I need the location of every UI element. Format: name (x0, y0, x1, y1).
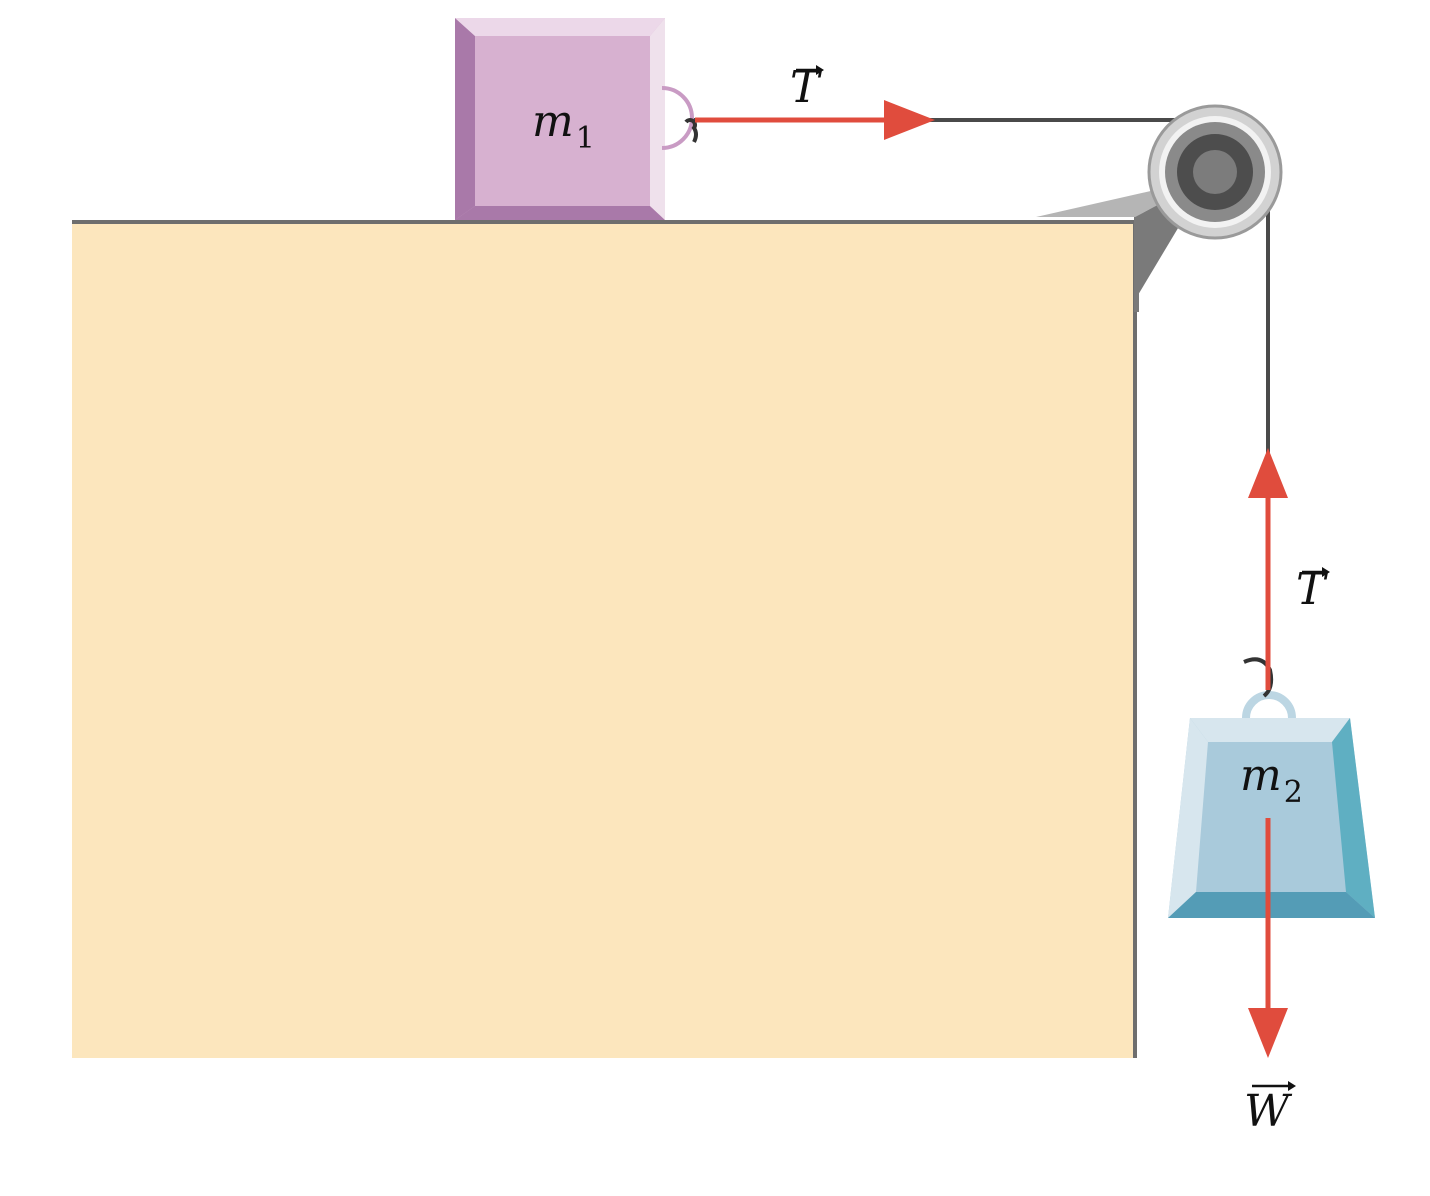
bracket-post (1134, 217, 1139, 312)
force-arrows (695, 100, 1288, 1058)
vector-arrow-head-icon (1322, 567, 1330, 577)
tension-arrow-horizontal-head (884, 100, 935, 140)
pulley-axle (1193, 150, 1237, 194)
vector-arrow-head-icon (816, 65, 824, 75)
block2-right-bevel (1332, 718, 1375, 918)
table (72, 220, 1137, 1058)
table-body (72, 222, 1135, 1058)
block1-face (455, 18, 665, 220)
weight-label: W (1244, 1081, 1296, 1137)
block1-top-bevel (455, 18, 665, 36)
pulley (1147, 104, 1283, 240)
block-m2: m2 (1168, 657, 1375, 918)
tension-label-horizontal: T (790, 62, 824, 113)
block1-rope-knot (684, 118, 698, 143)
weight-arrow-head (1248, 1008, 1288, 1058)
block1-bottom-bevel (455, 206, 665, 220)
block2-left-bevel (1168, 718, 1208, 918)
vector-arrow-head-icon (1288, 1081, 1296, 1091)
block2-face (1168, 718, 1375, 918)
tension-label-vertical: T (1296, 564, 1330, 615)
block2-label: m2 (1240, 750, 1303, 810)
block2-handle (1242, 691, 1296, 719)
block2-top-bevel (1190, 718, 1350, 742)
block2-bottom-bevel (1168, 892, 1375, 918)
block-m1: m1 (455, 18, 698, 220)
block1-right-bevel (650, 18, 665, 220)
weight-label-text: W (1244, 1086, 1293, 1137)
block1-label: m1 (532, 96, 595, 156)
vector-labels: T T W (790, 62, 1330, 1137)
tension-arrow-vertical-head (1248, 448, 1288, 498)
block1-left-bevel (455, 18, 475, 220)
block1-hook-loop (661, 86, 694, 150)
